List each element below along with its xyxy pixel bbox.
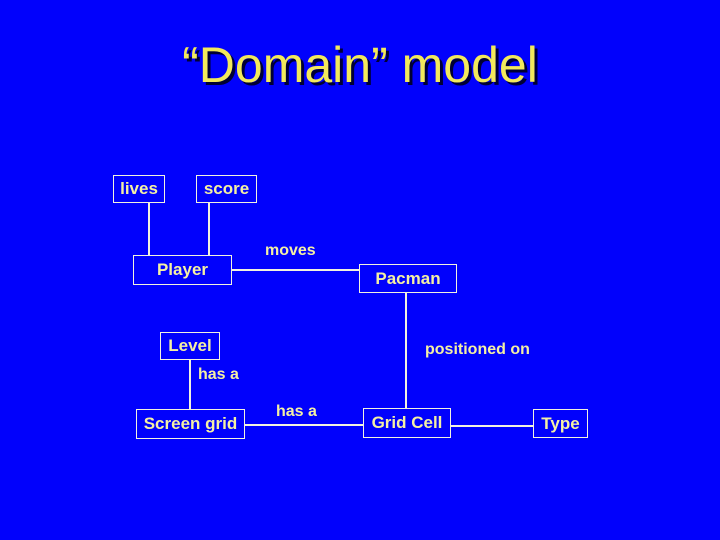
node-type: Type <box>533 409 588 438</box>
connector-score-player <box>208 203 210 255</box>
edge-label-grid-has-a: has a <box>276 403 317 420</box>
edge-label-moves: moves <box>265 242 316 259</box>
connector-player-pacman <box>232 269 359 271</box>
node-level: Level <box>160 332 220 360</box>
connector-lives-player <box>148 203 150 255</box>
node-lives: lives <box>113 175 165 203</box>
edge-label-level-has-a: has a <box>198 366 239 383</box>
node-pacman: Pacman <box>359 264 457 293</box>
node-score: score <box>196 175 257 203</box>
node-player: Player <box>133 255 232 285</box>
node-screen-grid: Screen grid <box>136 409 245 439</box>
connector-screengrid-gridcell <box>245 424 363 426</box>
connector-gridcell-type <box>451 425 533 427</box>
edge-label-positioned-on: positioned on <box>425 341 530 358</box>
connector-pacman-gridcell <box>405 293 407 408</box>
connector-level-screengrid <box>189 360 191 409</box>
slide-title: “Domain” model <box>182 37 538 93</box>
node-grid-cell: Grid Cell <box>363 408 451 438</box>
